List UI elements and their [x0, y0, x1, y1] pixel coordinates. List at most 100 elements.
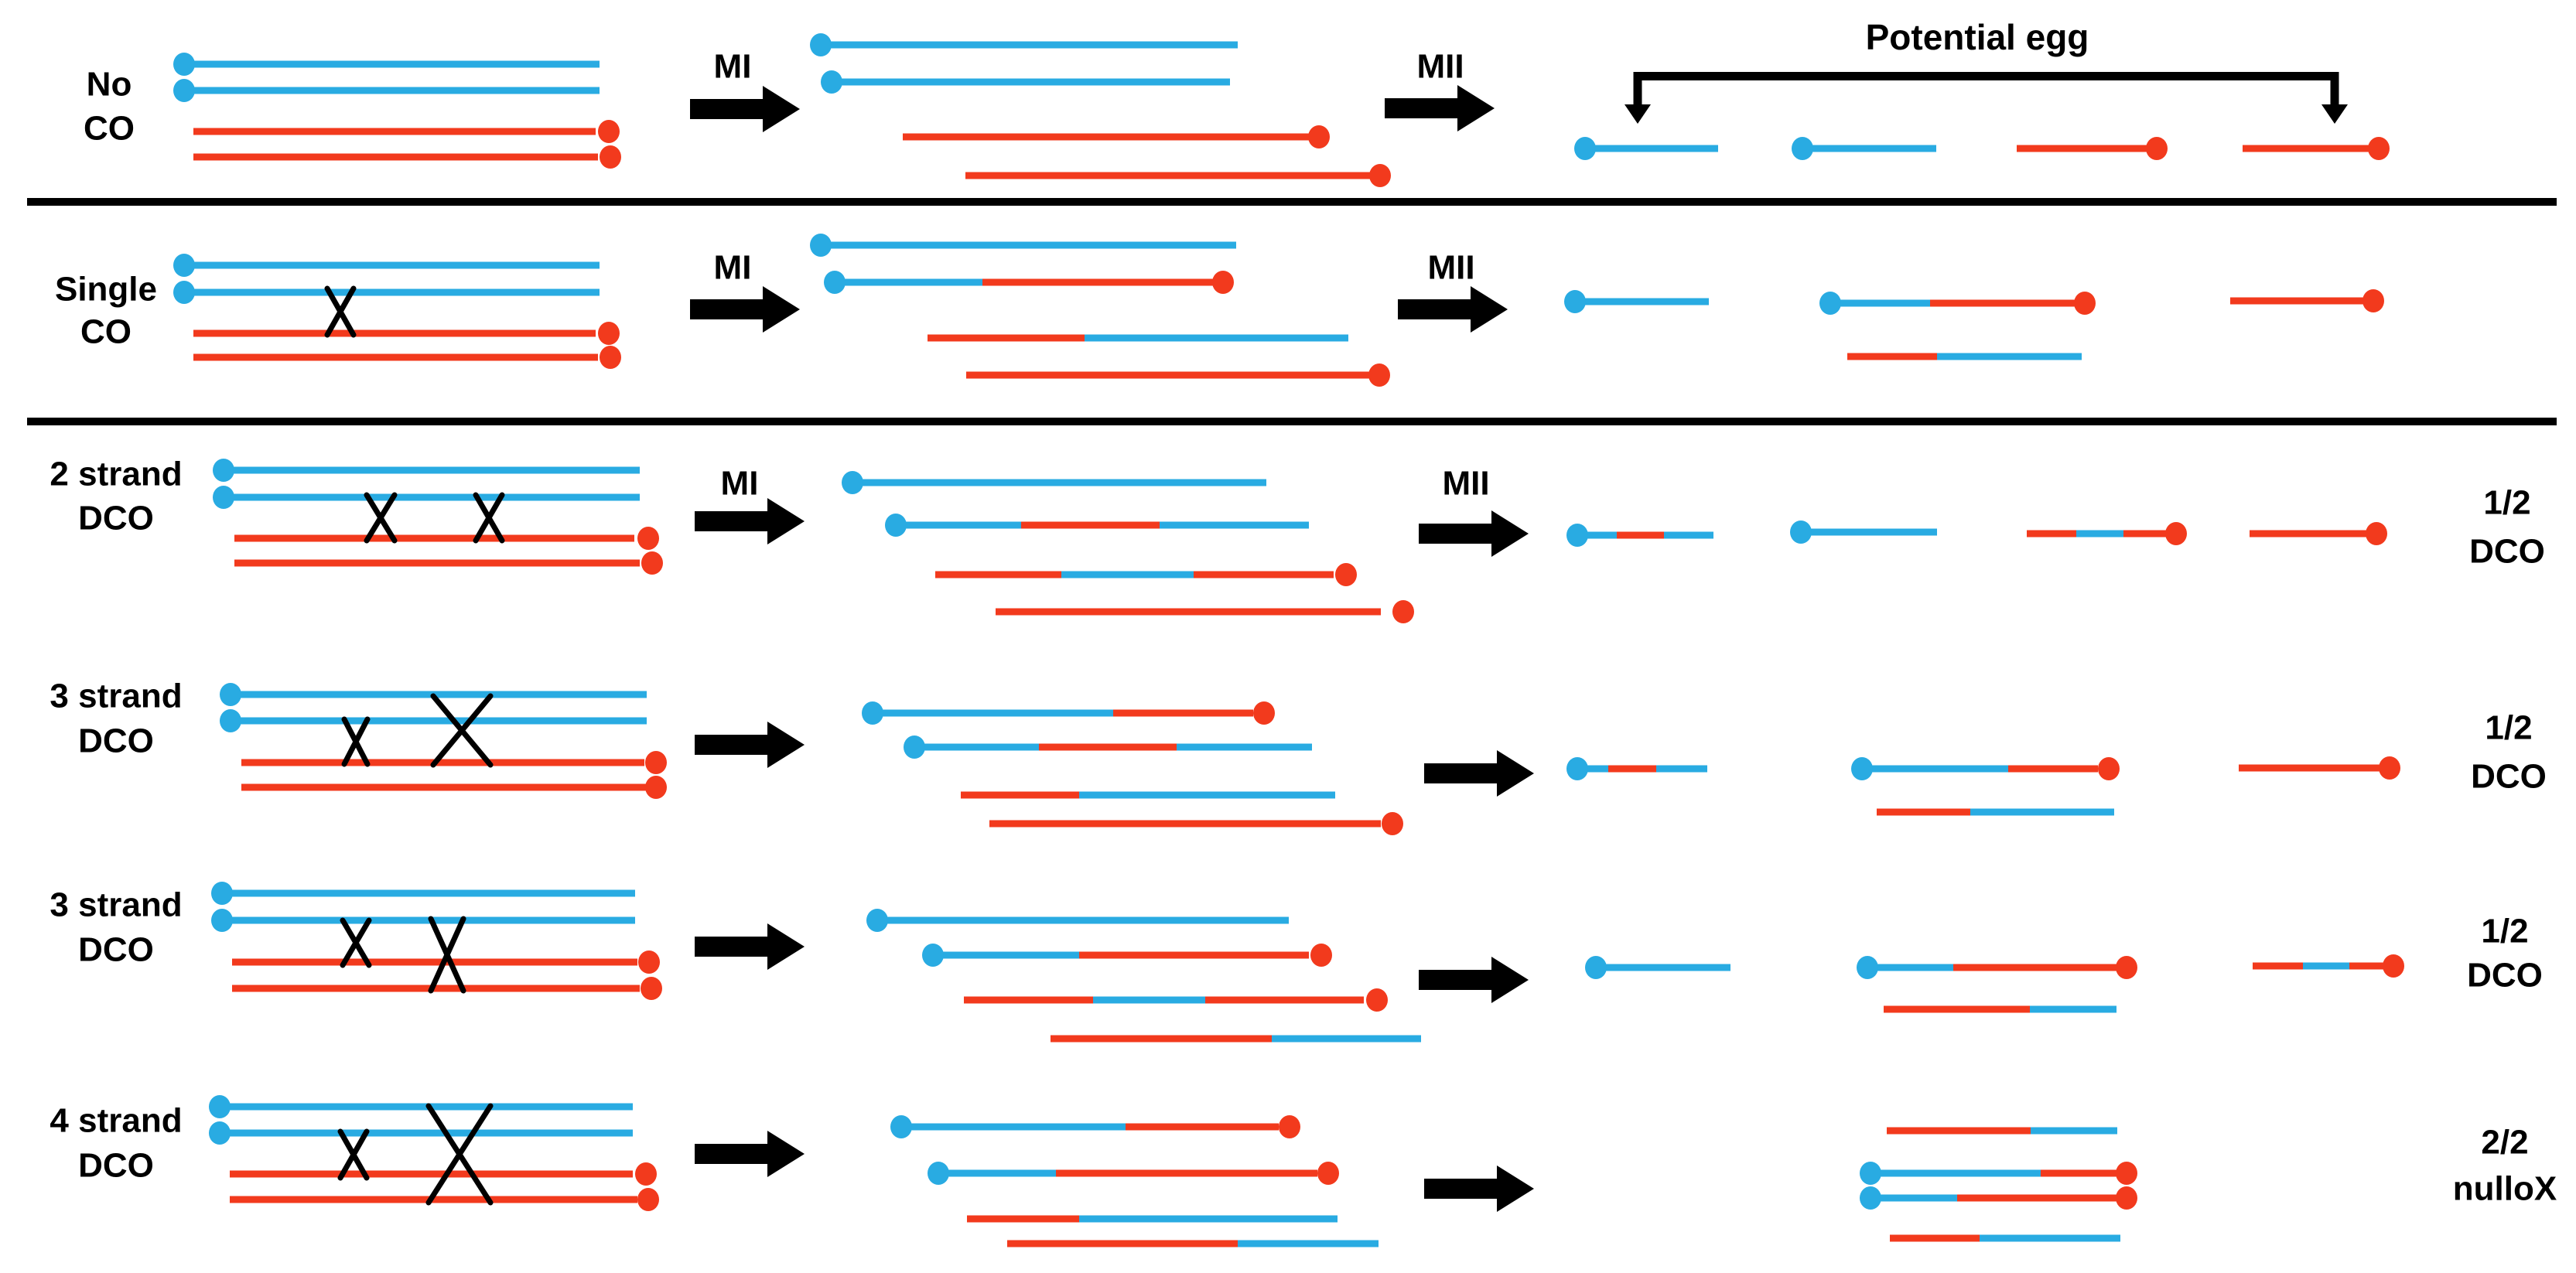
- centromere-dot: [1366, 988, 1388, 1012]
- chromatid: [965, 164, 1391, 187]
- mii-stage-label: MII: [1416, 48, 1464, 86]
- chromatid: [193, 346, 621, 369]
- outcome-label-line: DCO: [2469, 533, 2545, 571]
- crossover-stroke: [425, 1103, 494, 1206]
- chromatid: [173, 53, 600, 76]
- mii-products-group: [1574, 137, 2390, 160]
- chromatid: [1857, 956, 2137, 979]
- centromere-dot: [637, 1188, 659, 1211]
- centromere-dot: [2146, 137, 2168, 160]
- centromere-dot: [1792, 137, 1813, 160]
- chromatid: [220, 683, 647, 706]
- bivalent-group: [213, 459, 663, 575]
- centromere-dot: [641, 551, 663, 575]
- centromere-dot: [866, 909, 888, 932]
- centromere-dot: [645, 751, 667, 774]
- centromere-dot: [213, 486, 234, 509]
- mii-stage-label: MII: [1442, 465, 1489, 503]
- centromere-dot: [1564, 290, 1586, 313]
- centromere-dot: [824, 271, 846, 294]
- centromere-dot: [211, 882, 233, 905]
- chromatid: [903, 125, 1330, 148]
- crossover-x-icon: [473, 492, 505, 544]
- chromatid: [928, 1162, 1339, 1185]
- mi-products-group: [810, 234, 1390, 387]
- centromere-dot: [904, 735, 925, 759]
- centromere-dot: [1368, 363, 1390, 387]
- centromere-dot: [2362, 289, 2384, 312]
- bracket-stem: [2330, 72, 2339, 106]
- chromatid: [173, 79, 600, 102]
- mii-arrow-icon: [1419, 957, 1529, 1003]
- chromatid: [230, 1162, 657, 1186]
- centromere-dot: [1860, 1186, 1881, 1210]
- centromere-dot: [598, 322, 620, 345]
- chromatid: [824, 271, 1234, 294]
- centromere-dot: [885, 514, 907, 537]
- mi-arrow-icon: [695, 1131, 805, 1177]
- mii-arrow-icon: [1424, 1165, 1534, 1212]
- chromatid: [211, 909, 635, 932]
- mii-arrow-icon: [1424, 750, 1534, 797]
- crossover-x-icon: [340, 917, 372, 968]
- centromere-dot: [1369, 164, 1391, 187]
- centromere-dot: [890, 1115, 912, 1138]
- centromere-dot: [2379, 756, 2400, 780]
- mii-products-group: [1860, 1127, 2137, 1242]
- centromere-dot: [1335, 563, 1357, 586]
- centromere-dot: [1851, 757, 1873, 780]
- centromere-dot: [821, 70, 842, 94]
- chromatid: [1819, 292, 2096, 315]
- mii-arrow-icon: [1385, 85, 1495, 131]
- chromatid: [842, 471, 1266, 494]
- chromatid: [890, 1115, 1300, 1138]
- mi-products-group: [842, 471, 1414, 623]
- chromatid: [996, 600, 1414, 623]
- chromatid: [220, 709, 647, 732]
- crossover-stroke: [428, 916, 466, 994]
- bivalent-group: [220, 683, 667, 799]
- centromere-dot: [173, 254, 195, 277]
- mi-stage-label: MI: [714, 48, 752, 86]
- mii-stage-label: MII: [1427, 249, 1474, 287]
- centromere-dot: [1585, 956, 1607, 979]
- centromere-dot: [2116, 956, 2137, 979]
- outcome-label-line: 1/2: [2483, 484, 2530, 522]
- crossover-stroke: [324, 285, 357, 338]
- mi-products-group: [890, 1115, 1379, 1247]
- chromatid: [966, 363, 1390, 387]
- crossover-stroke: [430, 693, 494, 768]
- mi-products-group: [862, 701, 1403, 835]
- chromatid: [821, 70, 1230, 94]
- crossover-stroke: [364, 492, 398, 544]
- mii-products-group: [1585, 954, 2404, 1013]
- mi-products-group: [866, 909, 1421, 1043]
- mii-arrow-icon: [1398, 286, 1508, 333]
- centromere-dot: [637, 527, 659, 550]
- mi-arrow-icon: [690, 286, 800, 333]
- crossover-stroke: [340, 917, 372, 968]
- row-label-line: No: [87, 66, 132, 104]
- chromatid: [1574, 137, 1718, 160]
- crossover-stroke: [337, 1128, 370, 1181]
- chromatid: [1790, 520, 1937, 544]
- chromatid: [211, 882, 635, 905]
- centromere-dot: [1857, 956, 1878, 979]
- centromere-dot: [1382, 812, 1403, 835]
- centromere-dot: [209, 1095, 231, 1118]
- chromatid: [922, 944, 1332, 967]
- bivalent-group: [173, 254, 621, 369]
- chromatid: [209, 1095, 633, 1118]
- centromere-dot: [842, 471, 863, 494]
- centromere-dot: [2383, 954, 2404, 978]
- bracket-bar: [1638, 72, 2335, 80]
- chromatid: [964, 988, 1388, 1012]
